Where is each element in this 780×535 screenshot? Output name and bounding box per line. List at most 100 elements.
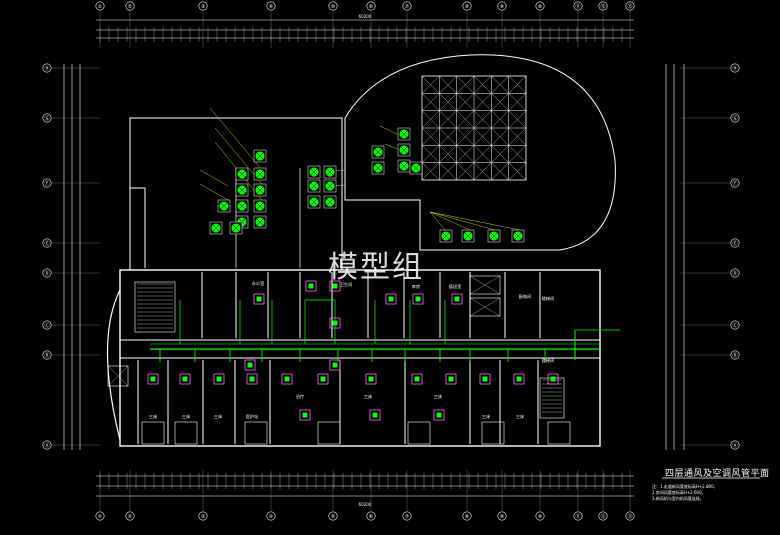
outdoor-unit: [229, 221, 243, 235]
elevator: [469, 275, 501, 295]
skylight-brace: [491, 93, 509, 111]
outdoor-unit: [397, 159, 411, 173]
grid-bubble-label: ⑫: [600, 513, 605, 520]
unit-cross: [441, 231, 451, 241]
bathroom: [407, 421, 431, 445]
grid-bubble-right: [730, 440, 740, 450]
ceiling-cassette: [365, 373, 377, 385]
unit-cross: [513, 231, 523, 241]
skylight-brace: [439, 145, 457, 163]
room-label: 楼梯间: [542, 295, 555, 302]
skylight-brace: [439, 93, 457, 111]
drawing-title: 四层通风及空调风管平面: [665, 469, 770, 479]
unit-cross: [325, 181, 335, 191]
elevator-cross: [469, 297, 501, 317]
skylight-brace: [439, 127, 457, 146]
grid-bubble-right: [730, 178, 740, 188]
atrium-outline: [344, 54, 616, 251]
bathroom: [481, 421, 505, 445]
outdoor-unit: [323, 195, 337, 209]
grid-bubble-label: Ⓔ: [732, 240, 737, 247]
room-label: 办公室: [252, 280, 265, 287]
dimension-lines: [63, 19, 760, 497]
cassette-frame: [412, 293, 424, 305]
grid-bubble-label: ⑤: [331, 514, 335, 520]
ceiling-cassette: [479, 373, 491, 385]
skylight-brace: [473, 93, 492, 111]
cassette-frame: [369, 409, 381, 421]
cassette-core: [482, 376, 488, 382]
grid-bubble-label: Ⓑ: [732, 352, 737, 359]
grid-bubble-label: Ⓑ: [44, 352, 49, 359]
skylight-brace: [456, 127, 475, 146]
grid-bubble-right: [730, 238, 740, 248]
grid-bubble-top: [125, 1, 135, 11]
skylight-brace: [421, 110, 440, 129]
outdoor-unit: [323, 179, 337, 193]
skylight-brace: [456, 145, 475, 163]
grid-bubble-label: ⑤: [331, 4, 335, 10]
duct-network: [150, 107, 620, 362]
room-label: 医护站: [246, 413, 259, 420]
skylight-brace: [508, 93, 527, 111]
elevator: [469, 297, 501, 317]
unit-cross: [309, 181, 319, 191]
unit-cross: [373, 163, 383, 173]
atrium-roof: [344, 54, 616, 251]
ceiling-cassette: [385, 293, 397, 305]
skylight-brace: [439, 110, 457, 129]
grid-bubble-label: ②: [128, 4, 133, 10]
grid-bubble-top: [598, 1, 608, 11]
cassette-core: [454, 296, 460, 302]
outdoor-unit: [307, 165, 321, 179]
cassette-frame: [317, 373, 329, 385]
unit-leader: [199, 169, 229, 187]
ceiling-cassette: [317, 373, 329, 385]
grid-bubble-label: ⑦: [405, 514, 410, 520]
cassette-frame: [244, 359, 256, 371]
grid-bubble-label: ⑨: [500, 514, 504, 520]
outdoor-unit: [235, 167, 249, 181]
grid-bubble-right: [730, 350, 740, 360]
cassette-core: [332, 320, 338, 326]
grid-bubble-left: [42, 320, 52, 330]
skylight-brace: [473, 110, 492, 129]
cassette-frame: [445, 373, 457, 385]
unit-cross: [309, 197, 319, 207]
skylight-brace: [456, 162, 475, 181]
cassette-core: [302, 412, 308, 418]
grid-bubble-bottom: [497, 511, 507, 521]
ceiling-cassette: [411, 373, 423, 385]
skylight-brace: [491, 162, 509, 181]
bathroom: [141, 421, 165, 445]
ceiling-cassette: [445, 373, 457, 385]
grid-bubble-label: ⑦: [405, 4, 410, 10]
outdoor-unit: [307, 195, 321, 209]
grid-bubble-right: [730, 63, 740, 73]
unit-cross: [255, 169, 265, 179]
ceiling-cassette: [329, 317, 341, 329]
unit-cross: [373, 147, 383, 157]
cassette-frame: [451, 293, 463, 305]
grid-bubble-label: ⑩: [538, 4, 543, 10]
ceiling-cassette: [253, 293, 265, 305]
outdoor-unit: [253, 183, 267, 197]
skylight-brace: [456, 93, 475, 111]
drawing-notes: 注：1.走道新风管底标高H+2.800， 2.房间风管底标高H+2.600， 3…: [652, 484, 778, 502]
unit-cross: [237, 185, 247, 195]
grid-bubble-left: [42, 63, 52, 73]
elevator: [107, 365, 129, 387]
grid-bubble-label: Ⓒ: [732, 322, 737, 329]
room-label: 三床: [364, 393, 373, 400]
outdoor-unit: [439, 229, 453, 243]
cassette-core: [388, 296, 394, 302]
skylight-brace: [456, 75, 475, 94]
cassette-frame: [147, 373, 159, 385]
bathroom: [547, 421, 571, 445]
grid-bubble-label: ⑧: [465, 514, 470, 520]
grid-bubble-bottom: [573, 511, 583, 521]
skylight-brace: [491, 75, 509, 94]
cassette-core: [414, 376, 420, 382]
grid-bubble-label: ⑨: [500, 4, 504, 10]
